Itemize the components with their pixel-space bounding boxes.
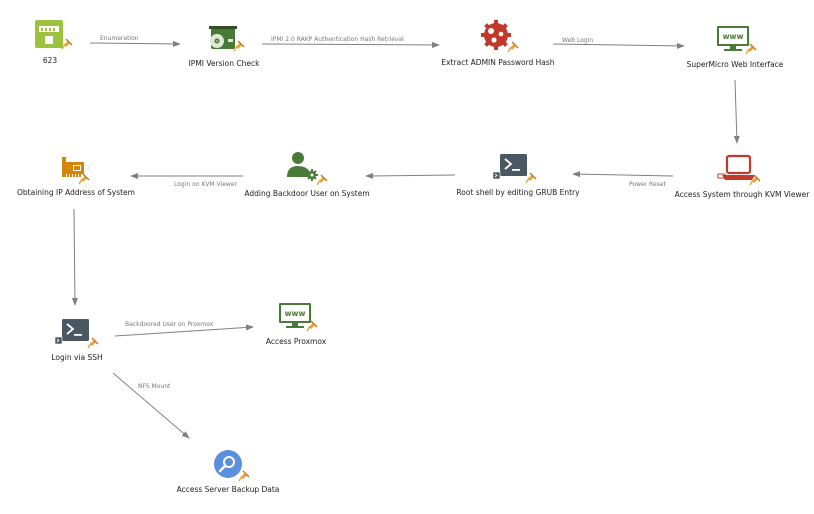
magnifier-icon [214, 450, 242, 478]
terminal-icon [54, 319, 89, 345]
node-label: Access Proxmox [266, 337, 327, 346]
node-access-proxmox[interactable]: www Access Proxmox [266, 303, 327, 346]
node-ipmi-version-check[interactable]: IPMI Version Check [189, 26, 260, 68]
node-label: Access System through KVM Viewer [675, 190, 811, 199]
network-card-icon [62, 157, 84, 177]
node-login-ssh[interactable]: Login via SSH [51, 319, 103, 362]
user-gear-icon [287, 152, 318, 181]
edge-web-login: Web Login [552, 37, 685, 49]
pin-icon [61, 38, 73, 50]
edge-label-rakp: IPMI 2.0 RAKP Authentication Hash Retrie… [271, 36, 404, 43]
node-root-shell[interactable]: Root shell by editing GRUB Entry [456, 154, 580, 197]
node-port-623[interactable]: 623 [35, 20, 73, 65]
node-extract-hash[interactable]: Extract ADMIN Password Hash [441, 20, 555, 67]
edge-power-reset: Power Reset [572, 171, 674, 188]
pin-icon [233, 40, 245, 52]
edge-rakp: IPMI 2.0 RAKP Authentication Hash Retrie… [261, 36, 440, 48]
edge-label-power-reset: Power Reset [629, 181, 666, 188]
disc-drive-icon [209, 26, 237, 49]
node-backup-data[interactable]: Access Server Backup Data [177, 450, 280, 494]
node-backdoor-user[interactable]: Adding Backdoor User on System [244, 152, 370, 198]
edge-backdoored-proxmox: Backdoored User on Proxmox [114, 321, 254, 337]
pin-icon [316, 174, 328, 186]
laptop-icon [717, 154, 755, 180]
node-label: Extract ADMIN Password Hash [441, 58, 554, 67]
edge-web-to-kvm [733, 79, 740, 144]
node-supermicro-web[interactable]: www SuperMicro Web Interface [687, 26, 784, 69]
terminal-icon [492, 154, 527, 180]
node-label: 623 [43, 56, 58, 65]
node-label: IPMI Version Check [189, 59, 260, 68]
pin-icon [87, 337, 99, 349]
edge-nfs-mount: NFS Mount [112, 372, 190, 439]
pin-icon [238, 470, 250, 482]
edge-label-login-kvm: Login on KVM Viewer [174, 181, 238, 188]
edge-login-kvm: Login on KVM Viewer [130, 173, 243, 188]
network-port-icon [35, 20, 63, 48]
svg-text:www: www [723, 32, 744, 41]
www-monitor-icon: www [279, 303, 311, 328]
www-monitor-icon: www [717, 26, 749, 51]
edge-ip-to-ssh [71, 208, 78, 306]
gear-cluster-icon [481, 20, 511, 50]
svg-text:www: www [285, 309, 306, 318]
edge-root-to-backdoor [365, 172, 456, 179]
node-obtain-ip[interactable]: Obtaining IP Address of System [17, 157, 135, 197]
edge-label-nfs-mount: NFS Mount [138, 383, 171, 390]
node-label: Login via SSH [51, 353, 102, 362]
edge-label-enumeration: Enumeration [100, 35, 139, 42]
pin-icon [525, 172, 537, 184]
node-label: Adding Backdoor User on System [244, 189, 369, 198]
node-label: Root shell by editing GRUB Entry [456, 188, 580, 197]
edge-label-web-login: Web Login [562, 37, 593, 44]
node-label: Obtaining IP Address of System [17, 188, 135, 197]
node-kvm-viewer[interactable]: Access System through KVM Viewer [675, 154, 811, 199]
node-label: SuperMicro Web Interface [687, 60, 784, 69]
node-label: Access Server Backup Data [177, 485, 280, 494]
edge-enumeration: Enumeration [89, 35, 181, 47]
edge-label-backdoored-proxmox: Backdoored User on Proxmox [125, 321, 214, 328]
pin-icon [507, 41, 519, 53]
